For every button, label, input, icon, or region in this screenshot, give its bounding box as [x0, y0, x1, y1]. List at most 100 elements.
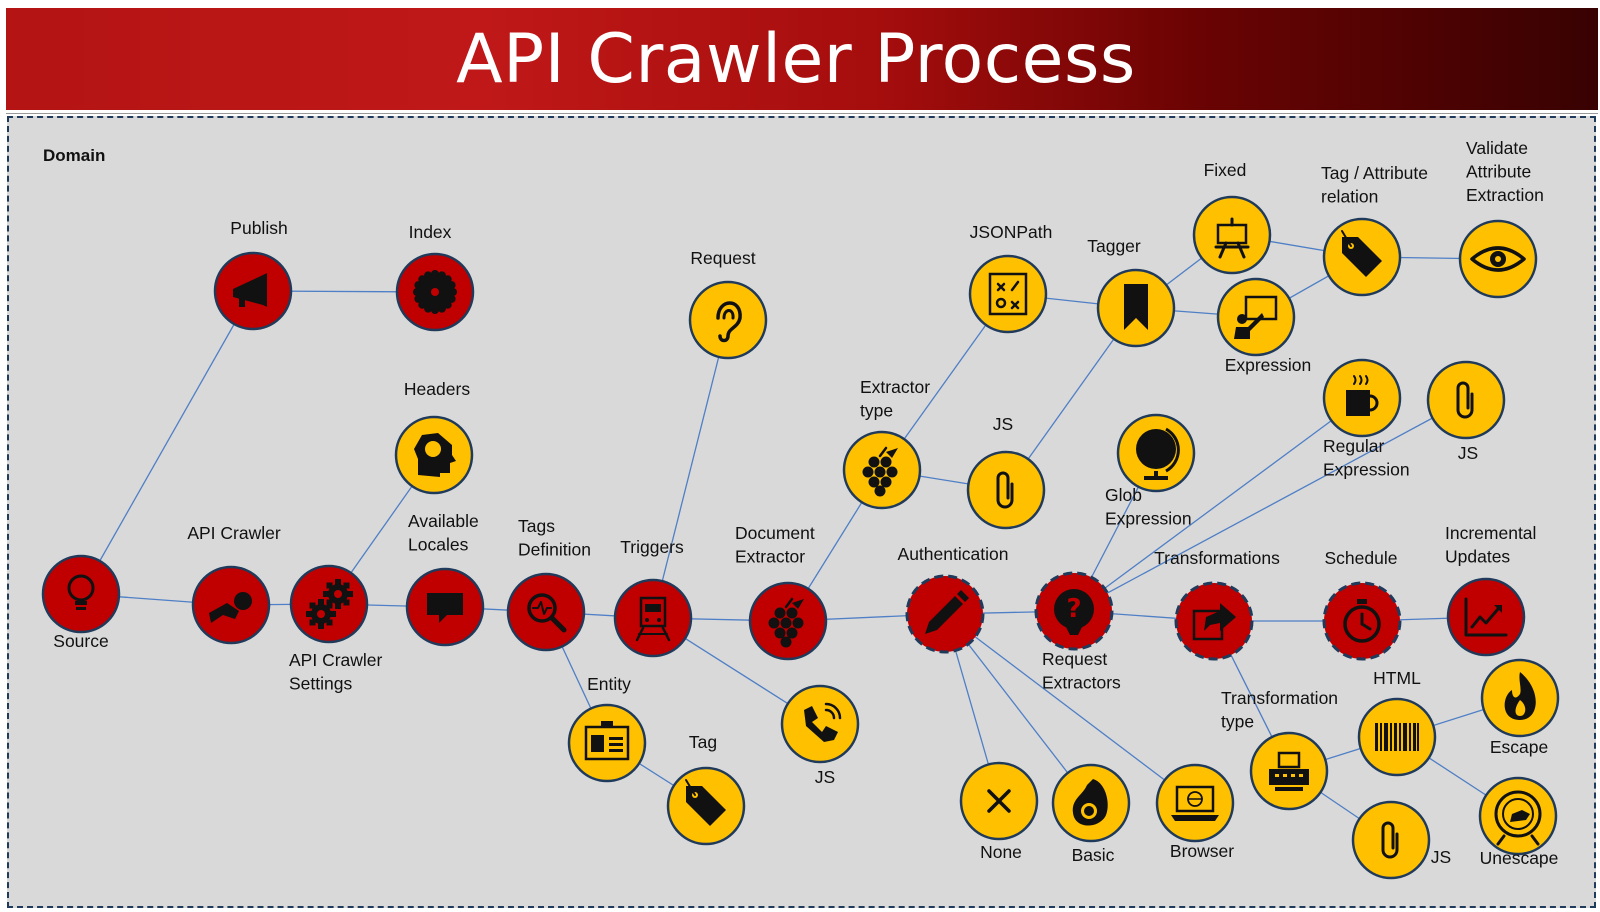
node-request-extractors[interactable]: ? — [1034, 571, 1114, 651]
node-circle-request[interactable] — [688, 280, 768, 360]
node-incremental-updates[interactable] — [1446, 577, 1526, 657]
node-label-index: Index — [409, 222, 452, 242]
question-head-icon: ? — [1054, 589, 1094, 635]
node-jsonpath[interactable] — [968, 254, 1048, 334]
node-circle-source[interactable] — [41, 554, 121, 634]
node-label-publish: Publish — [230, 218, 287, 238]
node-label-tag: Tag — [689, 732, 717, 752]
node-tag[interactable] — [666, 766, 746, 846]
page-title: API Crawler Process — [456, 20, 1136, 99]
bookmark-icon — [1124, 284, 1148, 330]
node-js-trigger[interactable] — [780, 684, 860, 764]
node-none[interactable] — [959, 761, 1039, 841]
share-arrow-icon — [1192, 603, 1236, 641]
node-glob-expression[interactable] — [1116, 413, 1196, 493]
node-circle-expression[interactable] — [1216, 277, 1296, 357]
node-extractor-type[interactable] — [842, 430, 922, 510]
node-circle-js-request-extractors[interactable] — [1426, 360, 1506, 440]
node-circle-js-extractor[interactable] — [966, 450, 1046, 530]
brain-head-icon — [414, 433, 456, 477]
node-label-none: None — [980, 842, 1022, 862]
pencil-icon — [925, 590, 969, 634]
node-circle-fixed[interactable] — [1192, 195, 1272, 275]
barcode-icon — [1375, 723, 1419, 751]
stopwatch-icon — [1343, 599, 1381, 643]
domain-label: Domain — [43, 146, 106, 165]
node-circle-incremental-updates[interactable] — [1446, 577, 1526, 657]
node-validate-attribute-extraction[interactable] — [1458, 219, 1538, 299]
laptop-globe-icon — [1171, 785, 1219, 821]
edge-authentication-to-basic — [944, 613, 1092, 804]
node-tags-definition[interactable] — [506, 572, 586, 652]
node-label-unescape: Unescape — [1480, 848, 1559, 868]
node-available-locales[interactable] — [405, 567, 485, 647]
node-label-js-request-extractors: JS — [1458, 443, 1478, 463]
node-transformation-type[interactable] — [1249, 731, 1329, 811]
node-label-js-transformation: JS — [1431, 847, 1451, 867]
node-circle-api-crawler[interactable] — [191, 565, 271, 645]
node-label-transformations: Transformations — [1154, 548, 1280, 568]
node-transformations[interactable] — [1174, 581, 1254, 661]
x-icon — [987, 789, 1011, 813]
node-circle-entity[interactable] — [567, 703, 647, 783]
lightbulb-icon — [67, 574, 95, 610]
node-api-crawler-settings[interactable] — [289, 564, 369, 644]
node-browser[interactable] — [1155, 763, 1235, 843]
node-expression[interactable] — [1216, 277, 1296, 357]
node-tag-attribute-relation[interactable] — [1322, 217, 1402, 297]
node-triggers[interactable] — [613, 578, 693, 658]
title-banner: API Crawler Process — [6, 8, 1598, 110]
globe-icon — [1136, 427, 1180, 480]
edge-request-extractors-to-js-request-extractors — [1073, 399, 1467, 612]
node-circle-js-transformation[interactable] — [1351, 800, 1431, 880]
node-headers[interactable] — [394, 415, 474, 495]
node-js-request-extractors[interactable] — [1426, 360, 1506, 440]
node-circle-js-trigger[interactable] — [780, 684, 860, 764]
node-js-extractor[interactable] — [966, 450, 1046, 530]
speech-bubble-icon — [427, 593, 463, 623]
node-circle-jsonpath[interactable] — [968, 254, 1048, 334]
node-basic[interactable] — [1051, 763, 1131, 843]
node-tagger[interactable] — [1096, 268, 1176, 348]
paperclip-icon — [1456, 381, 1474, 419]
easel-icon — [1214, 217, 1250, 259]
node-publish[interactable] — [213, 251, 293, 331]
typewriter-icon — [1269, 751, 1309, 791]
edge-request-extractors-to-regular-expression — [1073, 397, 1363, 612]
edge-triggers-to-request — [652, 319, 729, 619]
node-source[interactable] — [41, 554, 121, 634]
node-label-fixed: Fixed — [1204, 160, 1247, 180]
node-label-basic: Basic — [1072, 845, 1115, 865]
node-html[interactable] — [1357, 697, 1437, 777]
node-authentication[interactable] — [905, 574, 985, 654]
node-label-js-extractor: JS — [993, 414, 1013, 434]
node-label-headers: Headers — [404, 379, 470, 399]
node-regular-expression[interactable] — [1322, 358, 1402, 438]
node-js-transformation[interactable] — [1351, 800, 1431, 880]
node-document-extractor[interactable] — [748, 581, 828, 661]
grapes-icon — [768, 597, 804, 648]
node-circle-browser[interactable] — [1155, 763, 1235, 843]
node-escape[interactable] — [1480, 658, 1560, 738]
node-api-crawler[interactable] — [191, 565, 271, 645]
node-entity[interactable] — [567, 703, 647, 783]
node-label-schedule: Schedule — [1325, 548, 1398, 568]
node-circle-triggers[interactable] — [613, 578, 693, 658]
node-index[interactable] — [395, 252, 475, 332]
node-fixed[interactable] — [1192, 195, 1272, 275]
gears-icon — [306, 579, 353, 629]
magnifier-icon — [527, 593, 567, 633]
node-unescape[interactable] — [1478, 776, 1558, 856]
coffee-mug-icon — [1346, 375, 1379, 416]
eye-icon — [1470, 246, 1526, 272]
node-schedule[interactable] — [1322, 581, 1402, 661]
strategy-board-icon — [988, 272, 1028, 316]
avocado-icon — [1072, 779, 1108, 826]
node-request[interactable] — [688, 280, 768, 360]
